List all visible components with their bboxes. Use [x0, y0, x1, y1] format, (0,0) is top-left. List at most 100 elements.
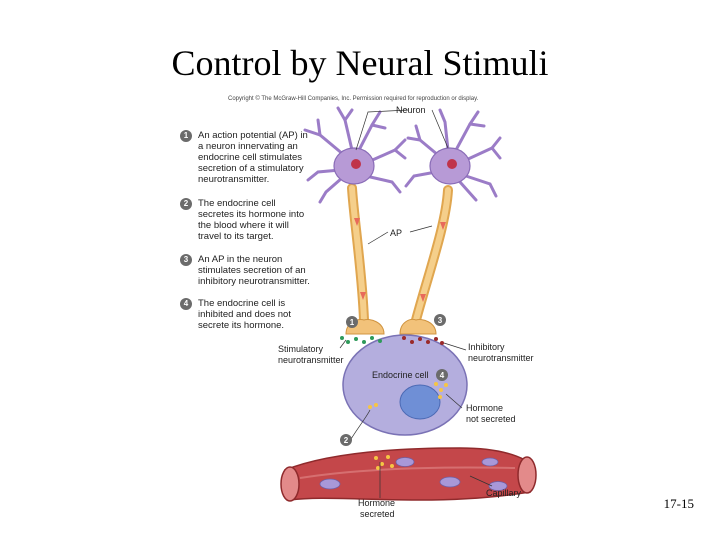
marker-4: 4 — [436, 369, 448, 381]
neuron-nucleus — [447, 159, 457, 169]
hormone-not-secreted-label-2: not secreted — [466, 414, 516, 424]
neurotransmitter-dot — [354, 337, 358, 341]
step-line: neurotransmitter. — [198, 174, 270, 185]
leader-line-inhibitory — [443, 342, 467, 351]
step-line: inhibited and does not — [198, 309, 291, 320]
step-4: 4 The endocrine cell is inhibited and do… — [180, 298, 291, 331]
leader-line-neuron-left — [355, 109, 409, 151]
blood-cell — [395, 457, 415, 467]
hormone-dot — [434, 382, 438, 386]
step-line: secretes its hormone into — [198, 209, 305, 220]
neuron-right — [404, 108, 502, 202]
hormone-dot — [374, 403, 378, 407]
leader-line-capillary — [469, 475, 493, 487]
hormone-granules — [368, 382, 448, 409]
capillary-highlight — [299, 466, 516, 479]
neurotransmitter-dot — [346, 340, 350, 344]
marker-number: 2 — [344, 436, 349, 445]
stimulatory-neurotransmitter-dots — [340, 336, 382, 344]
copyright-notice: Copyright © The McGraw-Hill Companies, I… — [228, 96, 479, 102]
neurotransmitter-dot — [434, 337, 438, 341]
slide-title: Control by Neural Stimuli — [171, 43, 549, 83]
arrow-down-icon — [440, 222, 446, 230]
hormone-dot — [444, 383, 448, 387]
neuron-label: Neuron — [396, 105, 426, 115]
blood-cell — [319, 478, 341, 490]
ap-arrows — [354, 218, 446, 302]
blood-cell — [439, 476, 461, 488]
dendrite — [393, 148, 407, 160]
leader-line-ap-left — [367, 231, 389, 245]
dendrite — [370, 123, 387, 130]
step-line: The endocrine cell is — [198, 298, 286, 309]
marker-circle — [346, 316, 358, 328]
dendrite — [438, 108, 450, 152]
hormone-dot — [386, 455, 390, 459]
step-line: inhibitory neurotransmitter. — [198, 276, 310, 287]
step-line: the blood where it will — [198, 220, 289, 231]
axon-terminal-right — [399, 319, 437, 335]
step-1: 1 An action potential (AP) in a neuron i… — [180, 130, 308, 185]
stimulatory-label: Stimulatory — [278, 344, 324, 354]
marker-3: 3 — [434, 314, 446, 326]
dendrite — [306, 168, 342, 182]
neuron-nucleus — [351, 159, 361, 169]
hormone-dot — [376, 466, 380, 470]
hormone-in-blood — [374, 455, 394, 470]
endocrine-cell-label: Endocrine cell — [372, 370, 429, 380]
hormone-dot — [380, 462, 384, 466]
step-line: secretion of a stimulatory — [198, 163, 304, 174]
neurotransmitter-dot — [340, 336, 344, 340]
step-number: 2 — [180, 198, 192, 210]
dendrite — [316, 118, 322, 137]
dendrite — [454, 110, 480, 152]
neuron-left — [303, 106, 407, 204]
step-line: An AP in the neuron — [198, 254, 283, 265]
ap-label: AP — [390, 228, 402, 238]
endocrine-cell — [342, 334, 468, 436]
arrow-down-icon — [360, 292, 366, 300]
step-number: 1 — [180, 130, 192, 142]
dendrite — [404, 170, 438, 188]
step-line: endocrine cell stimulates — [198, 152, 303, 163]
step-line: secrete its hormone. — [198, 320, 285, 331]
capillary-label: Capillary — [486, 488, 522, 498]
dendrite — [468, 122, 486, 128]
capillary — [280, 447, 537, 502]
inhibitory-label-2: neurotransmitter — [468, 353, 534, 363]
leader-line-neuron-right — [431, 109, 449, 149]
marker-circle — [434, 314, 446, 326]
marker-2: 2 — [340, 434, 352, 446]
step-number: 4 — [180, 298, 192, 310]
dendrite — [458, 180, 478, 202]
leader-line-ap-right — [409, 225, 433, 233]
marker-number: 1 — [350, 318, 355, 327]
step-2: 2 The endocrine cell secretes its hormon… — [180, 198, 304, 242]
step-line: The endocrine cell — [198, 198, 276, 209]
leader-lines — [339, 109, 493, 498]
step-3: 3 An AP in the neuron stimulates secreti… — [180, 254, 310, 287]
blood-cell — [481, 457, 499, 467]
step-line: a neuron innervating an — [198, 141, 298, 152]
neurotransmitter-dot — [418, 337, 422, 341]
step-line: travel to its target. — [198, 231, 274, 242]
dendrite — [464, 174, 498, 198]
hormone-secreted-label: Hormone — [358, 498, 395, 508]
dendrite — [464, 136, 502, 162]
dendrite — [343, 108, 354, 122]
marker-number: 4 — [440, 371, 445, 380]
dendrite — [356, 110, 382, 154]
dendrite — [318, 176, 344, 204]
marker-1: 1 — [346, 316, 358, 328]
page-number: 17-15 — [663, 496, 694, 511]
red-blood-cells — [319, 457, 508, 491]
step-line: An action potential (AP) in — [198, 130, 308, 141]
hormone-dot — [438, 395, 442, 399]
arrow-down-icon — [420, 294, 426, 302]
dendrite — [364, 174, 402, 194]
hormone-dot — [439, 388, 443, 392]
neurotransmitter-dot — [378, 339, 382, 343]
axons — [345, 183, 453, 335]
